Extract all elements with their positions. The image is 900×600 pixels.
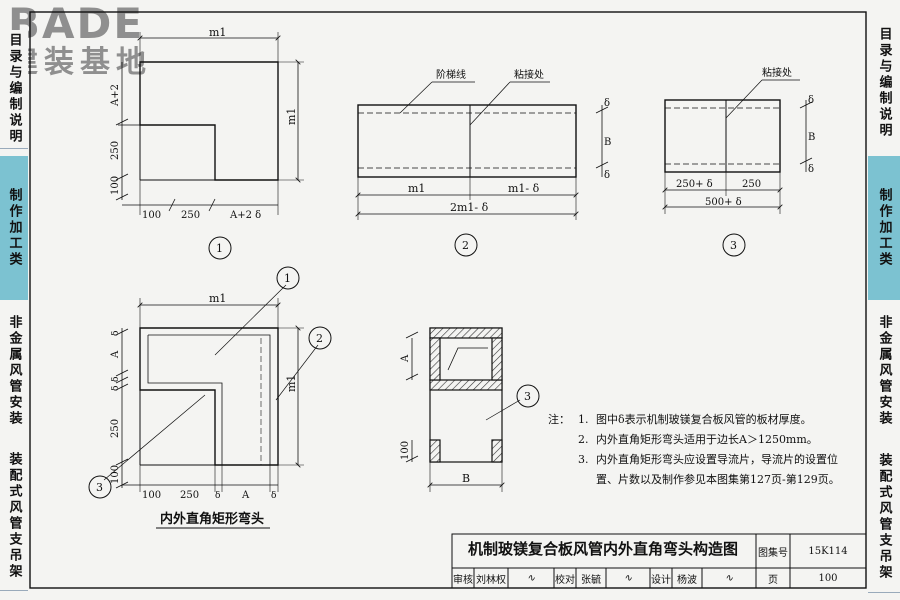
fig4-dim-right: m1: [285, 375, 298, 392]
fig5-dim-bottom: B: [462, 472, 470, 485]
fig3-dim-bottom-right: 250: [742, 179, 761, 190]
fig4-callout-3: 3: [96, 481, 103, 494]
design-name: 杨波: [677, 574, 697, 586]
figure-5: [405, 327, 540, 492]
fig3-label-joint: 粘接处: [762, 66, 792, 79]
fig1-number: 1: [216, 242, 223, 255]
fig5-dim-a: A: [400, 354, 411, 363]
fig4-left-dim-1: δ: [111, 331, 121, 336]
fig1-dim-left-mid: 250: [110, 141, 121, 160]
fig4-bottom-dim-5: δ: [271, 491, 276, 501]
atlas-number: 15K114: [808, 545, 848, 557]
fig4-left-dim-3: δ: [111, 377, 121, 382]
fig1-outline: [139, 61, 279, 181]
right-tab-fabrication[interactable]: 制作加工类: [868, 156, 900, 301]
right-tab-nonmetal-install[interactable]: 非金属风管安装: [868, 300, 900, 443]
figure-2: [358, 81, 609, 257]
atlas-label: 图集号: [758, 547, 788, 559]
right-tab-supports[interactable]: 装配式风管支吊架: [868, 442, 900, 593]
drawing-frame: [29, 11, 867, 589]
fig4-outer: [139, 327, 279, 466]
left-tab-fabrication[interactable]: 制作加工类: [0, 156, 28, 301]
fig4-bottom-dim-2: 250: [180, 490, 199, 501]
fig1-dim-bottom-3: A+2 δ: [229, 210, 261, 221]
fig3-dim-right-top: δ: [808, 95, 814, 106]
fig1-dim-right: m1: [285, 108, 298, 125]
left-section-tabs: 目录与编制说明 制作加工类 非金属风管安装 装配式风管支吊架: [0, 0, 28, 600]
fig3-number: 3: [730, 239, 737, 252]
title-block: [451, 533, 867, 589]
fig2-dim-right-top: δ: [604, 98, 610, 109]
notes-lead: 注：: [548, 413, 570, 426]
fig1-dim-left-upper: A+2: [110, 84, 121, 107]
right-section-tabs: 目录与编制说明 制作加工类 非金属风管安装 装配式风管支吊架: [868, 0, 900, 600]
fig4-bottom-dim-3: δ: [215, 491, 220, 501]
fig2-dim-right-mid: B: [604, 137, 611, 148]
fig1-dim-top: m1: [209, 26, 226, 39]
fig2-label-step: 阶梯线: [436, 68, 466, 81]
left-tab-supports[interactable]: 装配式风管支吊架: [0, 442, 28, 591]
right-tab-contents[interactable]: 目录与编制说明: [868, 10, 900, 157]
note-2-text: 内外直角矩形弯头适用于边长A＞1250mm。: [596, 433, 818, 446]
page-label: 页: [768, 574, 778, 586]
check-signature: ∿: [623, 572, 633, 584]
drawing-title: 机制玻镁复合板风管内外直角弯头构造图: [467, 539, 738, 558]
fig3-dim-bottom-left: 250+ δ: [676, 179, 713, 190]
page-number: 100: [818, 572, 838, 584]
fig2-label-joint: 粘接处: [514, 68, 544, 81]
left-tab-nonmetal-install[interactable]: 非金属风管安装: [0, 300, 28, 443]
fig4-dim-top: m1: [209, 292, 226, 305]
figure-1: [115, 32, 304, 260]
fig3-dim-right-low: δ: [808, 164, 814, 175]
fig5-callout: 3: [524, 390, 531, 403]
fig4-callout-1: 1: [284, 272, 291, 285]
fig4-callout-2: 2: [316, 332, 323, 345]
fig1-dim-left-low: 100: [110, 176, 121, 195]
fig1-dim-bottom-2: 250: [181, 210, 200, 221]
fig4-left-dim-2: A: [110, 350, 121, 359]
fig2-dim-bottom-left: m1: [408, 182, 425, 195]
design-signature: ∿: [724, 572, 734, 584]
fig2-dim-right-low: δ: [604, 170, 610, 181]
fig5-dim-low: 100: [400, 441, 411, 460]
review-signature: ∿: [526, 572, 536, 584]
check-label: 校对: [555, 574, 575, 586]
note-1-number: 1.: [578, 413, 589, 426]
fig4-left-dim-4: δ: [111, 386, 121, 391]
fig4-left-dim-5: 250: [110, 419, 121, 438]
fig4-caption: 内外直角矩形弯头: [160, 511, 264, 527]
figure-3: [665, 79, 813, 257]
check-name: 张毓: [581, 574, 601, 586]
logo-subtitle: 建装基地: [8, 45, 152, 80]
fig4-bottom-dim-4: A: [241, 490, 250, 501]
review-name: 刘林权: [476, 574, 506, 586]
note-2-number: 2.: [578, 433, 589, 446]
fig4-bottom-dim-1: 100: [142, 490, 161, 501]
fig1-dim-bottom-1: 100: [142, 210, 161, 221]
note-3-number: 3.: [578, 453, 589, 466]
left-tab-contents[interactable]: 目录与编制说明: [0, 30, 28, 149]
design-label: 设计: [651, 574, 671, 586]
note-1-text: 图中δ表示机制玻镁复合板风管的板材厚度。: [596, 413, 812, 426]
fig2-dim-total: 2m1- δ: [450, 201, 489, 214]
note-3-text: 内外直角矩形弯头应设置导流片，导流片的设置位置、片数以及制作参见本图集第127页…: [596, 453, 840, 486]
notes-block: 注： 1. 图中δ表示机制玻镁复合板风管的板材厚度。 2. 内外直角矩形弯头适用…: [548, 410, 848, 490]
fig3-dim-total: 500+ δ: [705, 197, 742, 208]
fig2-number: 2: [462, 239, 469, 252]
fig3-dim-right-mid: B: [808, 132, 815, 143]
review-label: 审核: [453, 574, 473, 586]
fig4-left-dim-6: 100: [110, 465, 121, 484]
fig2-dim-bottom-right: m1- δ: [508, 182, 540, 195]
figure-4: [88, 266, 332, 499]
